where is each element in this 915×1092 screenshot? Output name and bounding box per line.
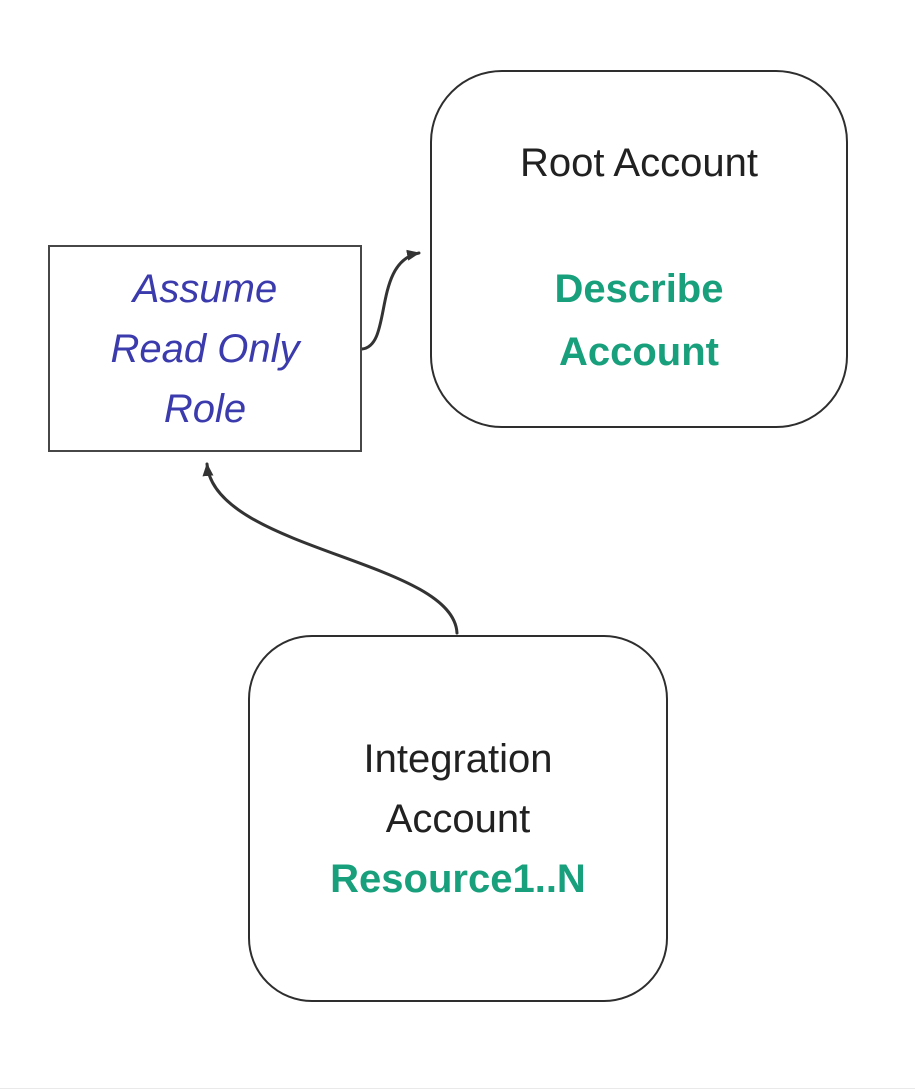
assume-role-label-line3: Role xyxy=(163,386,247,431)
arrow-assume-to-root xyxy=(360,249,421,351)
assume-role-label-line1: Assume xyxy=(132,266,278,311)
node-assume-read-only-role: Assume Read Only Role xyxy=(48,245,362,452)
page-bottom-divider xyxy=(0,1088,915,1089)
node-root-account: Root Account Describe Account xyxy=(430,70,848,428)
integration-account-title-line1: Integration xyxy=(363,736,553,781)
root-account-title: Root Account xyxy=(520,141,758,185)
arrow-integration-to-assume xyxy=(202,462,459,635)
integration-account-title-line2: Account xyxy=(385,796,531,841)
integration-account-resource-label: Resource1..N xyxy=(330,856,586,901)
assume-role-label-line2: Read Only xyxy=(110,326,300,371)
root-account-action-line2: Account xyxy=(558,330,719,374)
root-account-action-label: Describe Account xyxy=(555,258,724,384)
node-integration-account: Integration Account Resource1..N xyxy=(248,635,668,1002)
root-account-action-line1: Describe xyxy=(554,267,724,311)
